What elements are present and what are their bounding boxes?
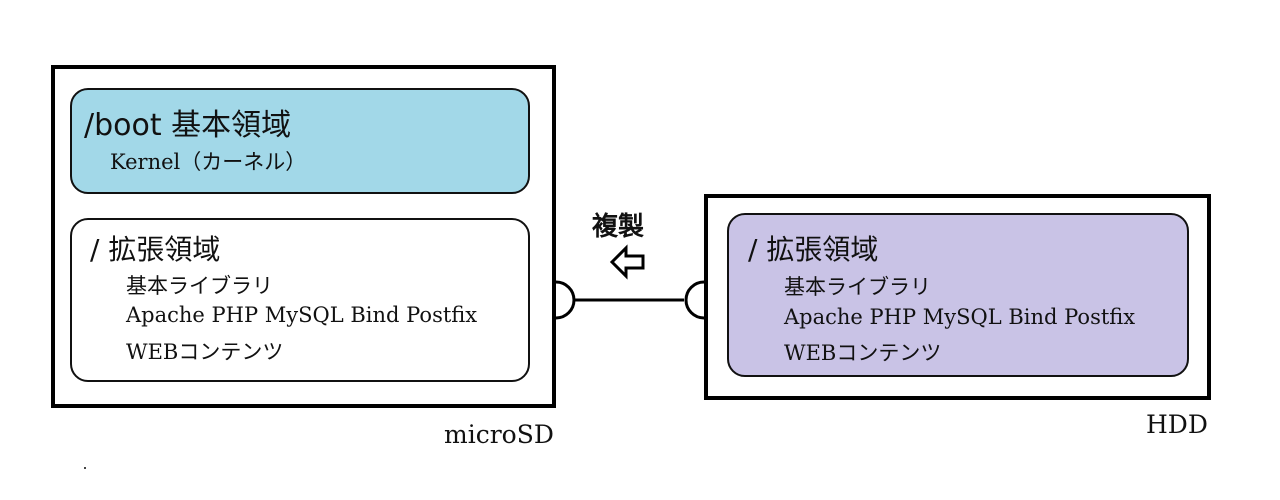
hdd-line-software: Apache PHP MySQL Bind Postfix: [784, 305, 1136, 329]
hdd-extended-partition: [727, 213, 1189, 377]
boot-partition-title: /boot 基本領域: [84, 108, 292, 143]
microsd-connector-socket: [555, 280, 576, 320]
stray-dot: [84, 467, 86, 469]
microsd-extended-partition: [70, 218, 530, 382]
hdd-line-libraries: 基本ライブラリ: [784, 275, 931, 299]
hdd-line-web: WEBコンテンツ: [784, 341, 942, 365]
hdd-connector-socket: [684, 280, 705, 320]
copy-label: 複製: [592, 212, 645, 242]
copy-arrow-icon: [609, 244, 645, 280]
microsd-line-web: WEBコンテンツ: [126, 340, 284, 364]
microsd-extended-title: / 拡張領域: [90, 233, 221, 266]
microsd-line-software: Apache PHP MySQL Bind Postfix: [126, 303, 478, 327]
hdd-extended-title: / 拡張領域: [748, 233, 879, 266]
hdd-label: HDD: [1146, 410, 1208, 439]
boot-partition: [70, 88, 530, 194]
microsd-line-libraries: 基本ライブラリ: [126, 274, 273, 298]
boot-partition-kernel: Kernel（カーネル）: [110, 150, 307, 174]
microsd-label: microSD: [444, 420, 554, 449]
